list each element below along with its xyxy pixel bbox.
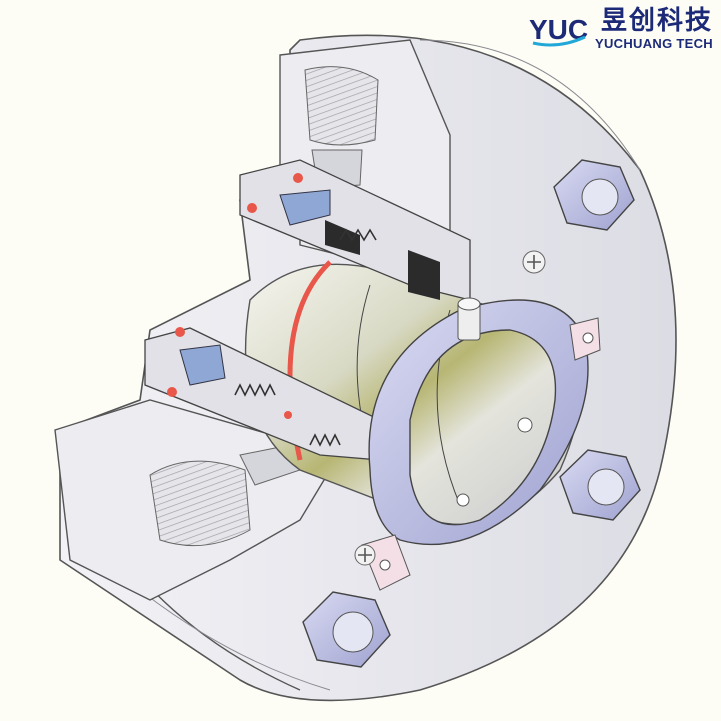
- yuc-logo-icon: YUC: [529, 14, 588, 47]
- company-name-cn: 昱创科技: [600, 6, 713, 36]
- lower-flush-port: [54, 399, 331, 601]
- centering-clip-top: [569, 317, 601, 361]
- centering-clip-bottom: [361, 534, 411, 591]
- hex-nut-icon: [553, 159, 635, 231]
- hex-nut-icon: [559, 449, 641, 521]
- cross-screw-icon: [522, 250, 546, 274]
- company-logo: YUC 昱创科技 YUCHUANG TECH: [529, 8, 713, 50]
- company-name-en: YUCHUANG TECH: [594, 36, 713, 51]
- drive-collar: [368, 299, 589, 546]
- upper-seal-cross-section: [239, 159, 471, 301]
- hex-nut-icon: [302, 591, 391, 668]
- cross-screw-icon: [354, 544, 376, 566]
- set-screw-icon: [457, 297, 481, 341]
